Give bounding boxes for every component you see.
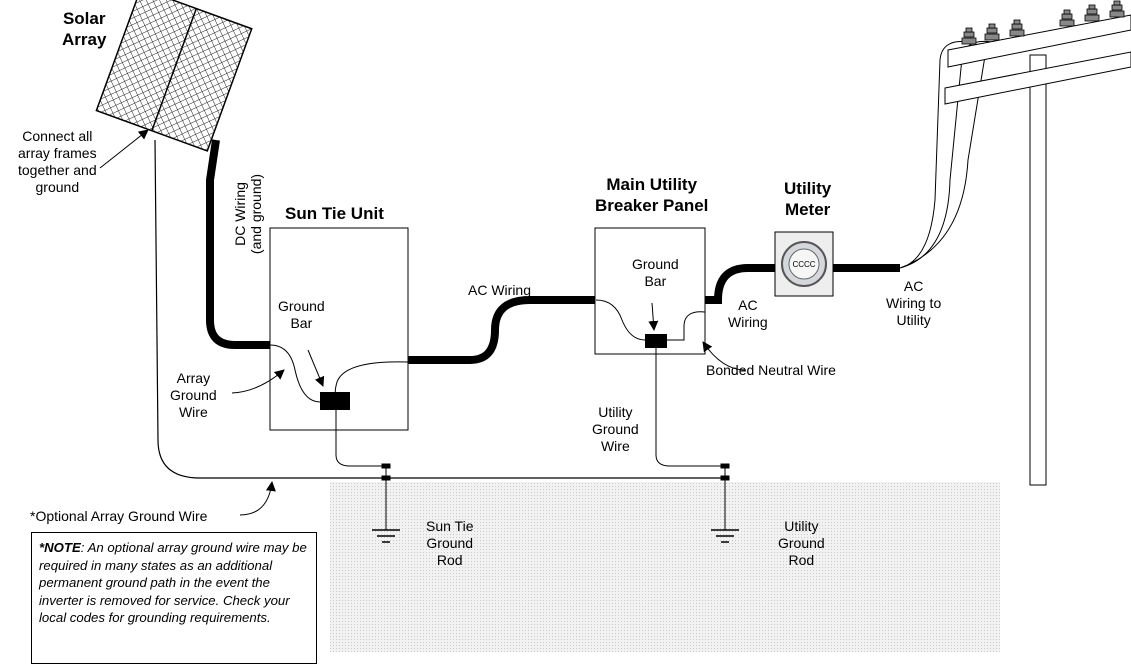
ground-bar-right-arrow <box>648 302 659 331</box>
sun-tie-ground-wire <box>335 410 387 530</box>
note-body: : An optional array ground wire may be r… <box>39 540 307 626</box>
label-bonded-neutral: Bonded Neutral Wire <box>706 362 836 378</box>
utility-ground-rod <box>711 463 739 543</box>
optional-array-ground-wire <box>154 139 725 479</box>
sun-tie-ground-rod <box>372 463 400 543</box>
connect-frames-arrow <box>99 129 149 169</box>
ground-bar-left-arrow <box>307 349 325 387</box>
note-prefix: *NOTE <box>39 540 81 555</box>
bonded-neutral-arrow <box>702 341 746 371</box>
label-ac-wiring-mid: AC Wiring <box>468 282 532 298</box>
sun-tie-ground-bar <box>320 392 350 410</box>
array-ground-wire-arrow <box>231 369 285 394</box>
utility-ground-wire <box>655 348 726 530</box>
ac-wiring-mid <box>408 296 595 364</box>
optional-wire-arrow <box>239 481 276 516</box>
callout-arrows <box>99 129 746 516</box>
panel-ground-bar <box>645 334 667 348</box>
utility-pole <box>944 0 1131 486</box>
meter-dial-text: CCCC <box>792 260 815 269</box>
insulators <box>961 0 1125 45</box>
bonded-neutral-wire <box>666 311 706 341</box>
label-optional-wire: *Optional Array Ground Wire <box>30 508 208 524</box>
dc-wiring <box>206 139 270 349</box>
label-sun-tie-unit: Sun Tie Unit <box>285 204 384 223</box>
ac-wiring-right <box>705 264 775 304</box>
solar-array <box>95 0 253 152</box>
label-dc-wiring: DC Wiring(and ground) <box>232 173 264 255</box>
service-drop-wires <box>899 40 1018 269</box>
ground-area <box>330 482 1000 652</box>
sun-tie-internal-wire <box>269 344 321 403</box>
note-box: *NOTE: An optional array ground wire may… <box>31 532 317 664</box>
panel-internal-wire <box>595 299 646 341</box>
main-panel-box <box>594 227 706 355</box>
